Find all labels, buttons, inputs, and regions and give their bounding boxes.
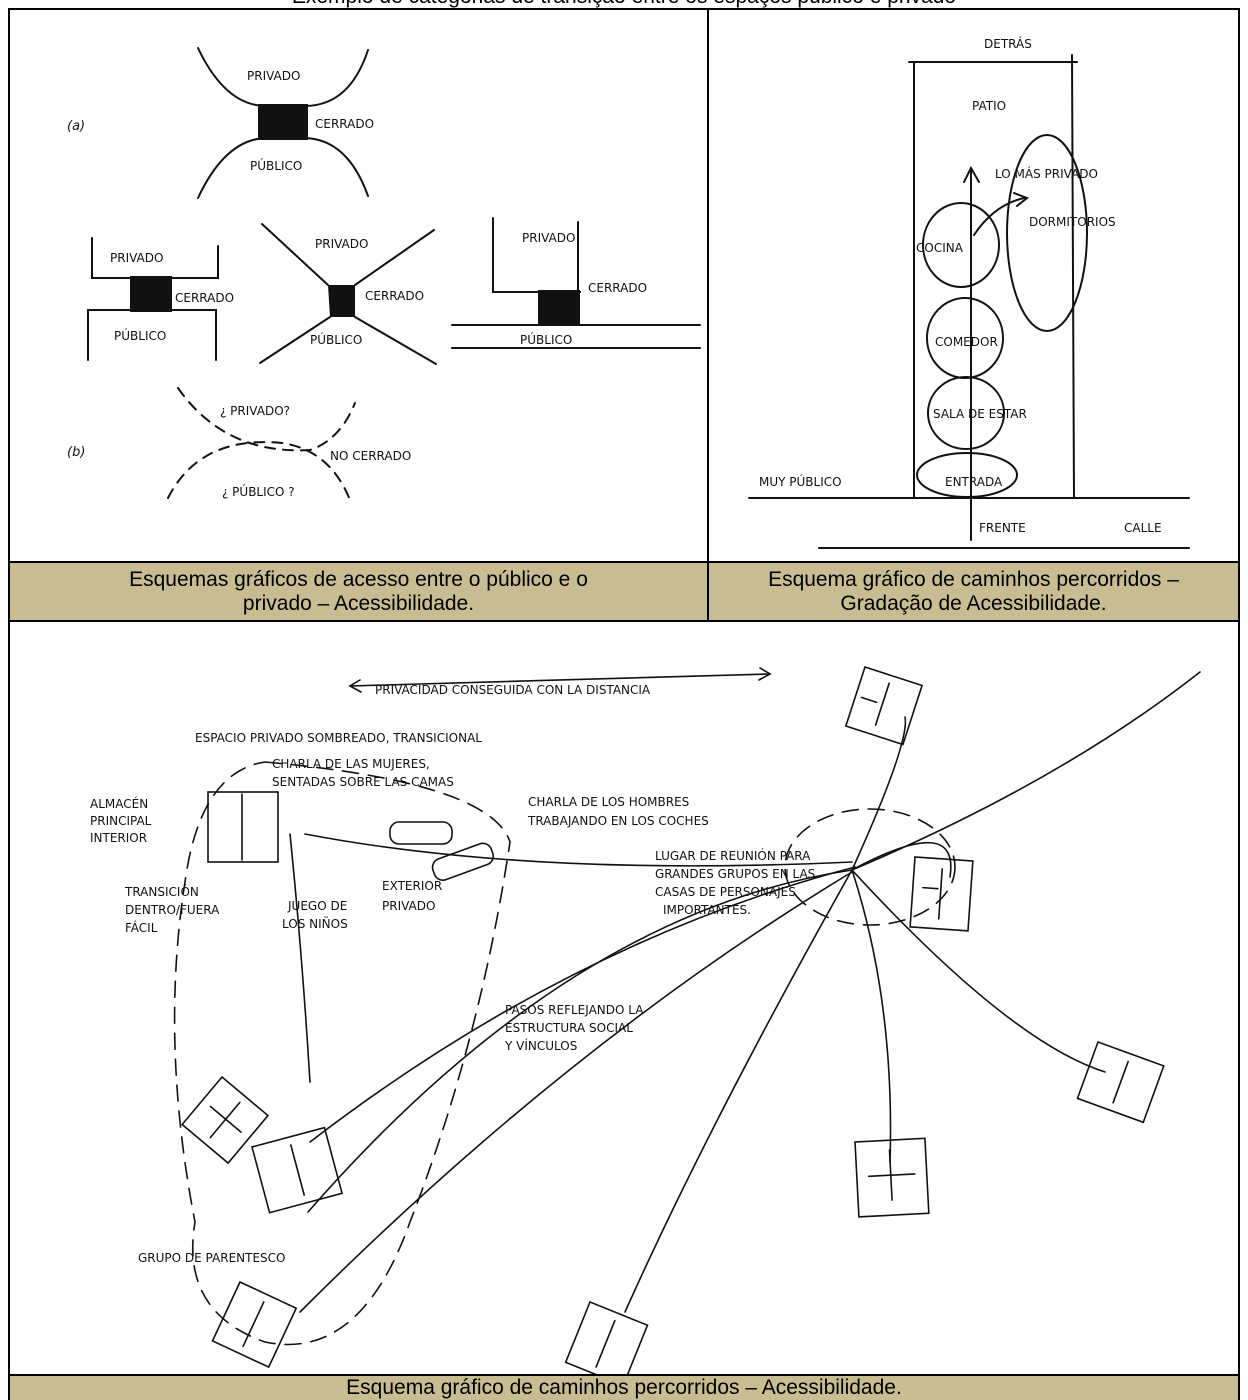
label-lugar-1: LUGAR DE REUNIÓN PARA	[655, 848, 811, 863]
label-pasos-2: ESTRUCTURA SOCIAL	[505, 1021, 633, 1035]
outer-border-left	[8, 8, 10, 1400]
label-grupo-parentesco: GRUPO DE PARENTESCO	[138, 1251, 285, 1265]
label-almacen-3: INTERIOR	[90, 831, 147, 845]
label-publico-1: PÚBLICO	[250, 158, 302, 173]
label-b: (b)	[67, 445, 85, 460]
top-cropped-text-strip: Exemplo de categorias de transição entre…	[0, 0, 1248, 8]
label-q-publico: ¿ PÚBLICO ?	[222, 484, 295, 499]
outer-border-top	[8, 8, 1240, 10]
label-transicion-2: DENTRO/FUERA	[125, 903, 220, 917]
label-entrada: ENTRADA	[945, 475, 1003, 489]
label-calle: CALLE	[1124, 521, 1162, 535]
row-divider-3	[8, 1374, 1240, 1376]
label-a: (a)	[67, 119, 85, 134]
row-divider-2	[8, 620, 1240, 622]
caption-left-text: Esquemas gráficos de acesso entre o públ…	[129, 567, 588, 615]
label-juego-2: LOS NIÑOS	[282, 916, 348, 931]
access-schemes-drawing: (a) PRIVADO CERRADO PÚBLICO PRIVADO CERR…	[67, 47, 701, 501]
label-lugar-2: GRANDES GRUPOS EN LAS	[655, 867, 815, 881]
label-cocina: COCINA	[916, 241, 964, 255]
caption-right: Esquema gráfico de caminhos percorridos …	[709, 563, 1238, 620]
label-cerrado-4: CERRADO	[588, 281, 647, 295]
label-lugar-3: CASAS DE PERSONAJES	[655, 885, 796, 899]
label-comedor: COMEDOR	[935, 335, 998, 349]
label-almacen-2: PRINCIPAL	[90, 814, 152, 828]
label-pasos-1: PASOS REFLEJANDO LA	[505, 1003, 644, 1017]
label-frente: FRENTE	[979, 521, 1026, 535]
label-charla-mujeres-2: SENTADAS SOBRE LAS CAMAS	[272, 775, 454, 789]
label-transicion-3: FÁCIL	[125, 920, 158, 935]
row-divider-1	[8, 561, 1240, 563]
label-charla-hombres-1: CHARLA DE LOS HOMBRES	[528, 795, 689, 809]
label-juego-1: JUEGO DE	[287, 899, 347, 913]
label-transicion-1: TRANSICIÓN	[124, 884, 199, 899]
label-charla-hombres-2: TRABAJANDO EN LOS COCHES	[527, 814, 709, 828]
gradation-drawing: DETRÁS PATIO LO MÁS PRIVADO DORMITORIOS …	[748, 36, 1190, 549]
label-no-cerrado: NO CERRADO	[330, 449, 411, 463]
label-lo-mas-privado: LO MÁS PRIVADO	[995, 166, 1098, 181]
label-almacen-1: ALMACÉN	[90, 796, 148, 811]
label-cerrado-3: CERRADO	[365, 289, 424, 303]
label-publico-2: PÚBLICO	[114, 328, 166, 343]
caption-right-text: Esquema gráfico de caminhos percorridos …	[768, 567, 1179, 615]
label-lugar-4: IMPORTANTES.	[663, 903, 751, 917]
label-detras: DETRÁS	[984, 36, 1032, 51]
label-privacidad: PRIVACIDAD CONSEGUIDA CON LA DISTANCIA	[375, 683, 651, 697]
label-privado-1: PRIVADO	[247, 69, 300, 83]
label-publico-3: PÚBLICO	[310, 332, 362, 347]
panel-gradation: DETRÁS PATIO LO MÁS PRIVADO DORMITORIOS …	[709, 10, 1238, 561]
label-exterior-2: PRIVADO	[382, 899, 435, 913]
caption-bottom-text: Esquema gráfico de caminhos percorridos …	[346, 1376, 902, 1399]
label-espacio-privado: ESPACIO PRIVADO SOMBREADO, TRANSICIONAL	[195, 731, 482, 745]
label-cerrado-2: CERRADO	[175, 291, 234, 305]
label-privado-4: PRIVADO	[522, 231, 575, 245]
label-pasos-3: Y VÍNCULOS	[504, 1038, 577, 1053]
label-dormitorios: DORMITORIOS	[1029, 215, 1116, 229]
panel-access-schemes: (a) PRIVADO CERRADO PÚBLICO PRIVADO CERR…	[10, 10, 707, 561]
caption-bottom: Esquema gráfico de caminhos percorridos …	[10, 1376, 1238, 1400]
column-divider	[707, 8, 709, 622]
label-cerrado-1: CERRADO	[315, 117, 374, 131]
label-privado-2: PRIVADO	[110, 251, 163, 265]
label-muy-publico: MUY PÚBLICO	[759, 474, 842, 489]
paths-drawing: PRIVACIDAD CONSEGUIDA CON LA DISTANCIA E…	[90, 665, 1201, 1374]
label-q-privado: ¿ PRIVADO?	[220, 404, 290, 418]
label-sala-de-estar: SALA DE ESTAR	[933, 407, 1027, 421]
outer-border-right	[1238, 8, 1240, 1400]
top-cropped-text: Exemplo de categorias de transição entre…	[0, 0, 1248, 8]
label-exterior-1: EXTERIOR	[382, 879, 442, 893]
label-patio: PATIO	[972, 99, 1006, 113]
label-privado-3: PRIVADO	[315, 237, 368, 251]
label-charla-mujeres-1: CHARLA DE LAS MUJERES,	[272, 757, 430, 771]
panel-paths: PRIVACIDAD CONSEGUIDA CON LA DISTANCIA E…	[10, 622, 1238, 1374]
caption-left: Esquemas gráficos de acesso entre o públ…	[10, 563, 707, 620]
label-publico-4: PÚBLICO	[520, 332, 572, 347]
